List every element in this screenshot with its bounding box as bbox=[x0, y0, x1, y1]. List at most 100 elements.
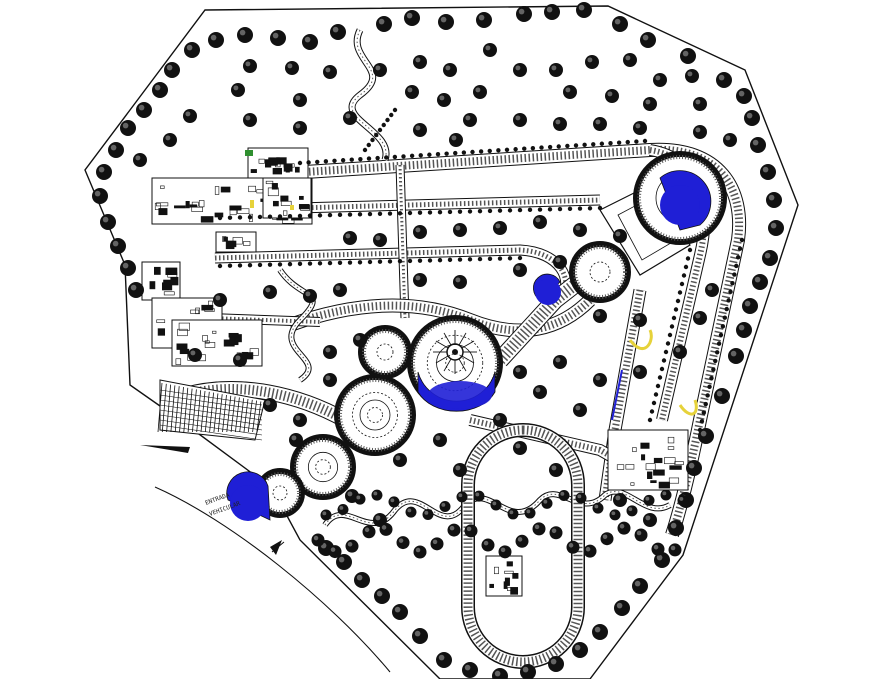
grandstand-hatch-line bbox=[243, 398, 249, 433]
tree-canopy bbox=[405, 506, 417, 518]
shrub-mid-row bbox=[407, 258, 413, 264]
serpentine-north-path-paving bbox=[351, 29, 387, 161]
tree-highlight bbox=[295, 95, 301, 101]
tree-highlight bbox=[110, 144, 117, 151]
grandstand-hatch bbox=[157, 379, 266, 441]
east-pond-basin bbox=[535, 279, 561, 305]
west-pavilion-annex-detail bbox=[271, 183, 278, 190]
shrub-mid-row bbox=[447, 257, 453, 263]
tree-canopy bbox=[373, 233, 387, 247]
tree-canopy bbox=[430, 537, 444, 551]
tree-canopy bbox=[413, 225, 427, 239]
tree-icon bbox=[422, 509, 434, 521]
central-plaza-spoke bbox=[461, 340, 475, 349]
west-pavilion-detail bbox=[191, 206, 203, 212]
tree-icon bbox=[456, 491, 468, 503]
tree-canopy bbox=[285, 61, 299, 75]
shrub-north-row bbox=[461, 150, 467, 155]
tree-highlight bbox=[245, 61, 251, 67]
tree-icon bbox=[413, 273, 427, 287]
tree-highlight bbox=[478, 14, 485, 21]
stadium-promenade-paving bbox=[463, 425, 583, 667]
tree-icon bbox=[433, 433, 447, 447]
tree-canopy bbox=[343, 111, 357, 125]
tree-icon bbox=[133, 153, 147, 167]
kiosk-building-detail bbox=[223, 236, 228, 242]
grandstand-hatch-line bbox=[217, 394, 223, 433]
tree-icon bbox=[163, 133, 177, 147]
tree-highlight bbox=[575, 225, 581, 231]
tree-highlight bbox=[325, 67, 331, 73]
tree-icon bbox=[493, 221, 507, 235]
admin-building-detail bbox=[285, 168, 290, 173]
tree-canopy bbox=[533, 215, 547, 229]
east-service-building-detail bbox=[669, 465, 682, 470]
grandstand-row-line bbox=[159, 404, 263, 421]
shrub-mid-row bbox=[227, 263, 233, 268]
shrub-inner-east-row bbox=[685, 256, 691, 261]
tree-icon bbox=[96, 164, 112, 180]
east-service-building-detail bbox=[645, 463, 656, 471]
shrub-east-row bbox=[724, 306, 729, 312]
tree-icon bbox=[354, 493, 366, 505]
tree-canopy bbox=[433, 433, 447, 447]
tree-canopy bbox=[376, 16, 392, 32]
tree-highlight bbox=[407, 508, 412, 513]
yellow-marker-west bbox=[250, 200, 254, 208]
shrub-serpentine-row bbox=[370, 137, 375, 143]
tree-highlight bbox=[551, 65, 557, 71]
tree-canopy bbox=[626, 505, 638, 517]
tree-highlight bbox=[642, 34, 649, 41]
west-pavilion-detail bbox=[214, 186, 220, 195]
tree-highlight bbox=[744, 300, 751, 307]
grandstand-hatch-line bbox=[256, 401, 262, 433]
tree-icon bbox=[617, 521, 631, 535]
tree-highlight bbox=[138, 104, 145, 111]
tree-highlight bbox=[670, 522, 677, 529]
tree-icon bbox=[430, 537, 444, 551]
tree-icon bbox=[575, 492, 587, 504]
shrub-east-row bbox=[716, 341, 722, 346]
tree-icon bbox=[164, 62, 180, 78]
tree-highlight bbox=[395, 455, 401, 461]
tree-canopy bbox=[379, 522, 393, 536]
tree-highlight bbox=[616, 602, 623, 609]
shrub-mid-row bbox=[267, 262, 273, 267]
tree-canopy bbox=[633, 313, 647, 327]
tree-icon bbox=[413, 225, 427, 239]
tree-canopy bbox=[714, 388, 730, 404]
tree-canopy bbox=[213, 293, 227, 307]
shrub-east-row bbox=[728, 289, 733, 295]
tree-icon bbox=[413, 55, 427, 69]
tree-canopy bbox=[634, 528, 648, 542]
central-pond-basin bbox=[428, 381, 492, 409]
grandstand-hatch-line bbox=[174, 386, 180, 433]
tree-highlight bbox=[465, 115, 471, 121]
water-features bbox=[226, 170, 712, 521]
east-service-building-detail bbox=[664, 457, 676, 465]
admin-building-detail bbox=[294, 166, 300, 173]
tree-highlight bbox=[587, 57, 593, 63]
tree-canopy bbox=[371, 489, 383, 501]
tree-highlight bbox=[695, 313, 701, 319]
shrub-inner-east-row bbox=[653, 392, 659, 397]
shrub-north-row bbox=[513, 147, 518, 152]
shrub-north-row bbox=[504, 147, 510, 152]
tree-highlight bbox=[415, 125, 421, 131]
tree-highlight bbox=[122, 122, 129, 129]
grandstand-row-line bbox=[159, 424, 263, 441]
shrub-mid-row bbox=[337, 260, 343, 265]
tree-highlight bbox=[492, 501, 497, 506]
shrub-promenade-row bbox=[297, 213, 303, 219]
tree-icon bbox=[233, 353, 247, 367]
tree-icon bbox=[263, 398, 277, 412]
tree-highlight bbox=[635, 315, 641, 321]
tree-highlight bbox=[455, 465, 461, 471]
tree-highlight bbox=[415, 227, 421, 233]
tree-canopy bbox=[544, 4, 560, 20]
tree-highlight bbox=[466, 526, 472, 532]
tree-canopy bbox=[716, 72, 732, 88]
shrub-north-row bbox=[530, 145, 536, 151]
shrub-promenade-row bbox=[567, 206, 573, 211]
admin-building-detail bbox=[250, 169, 257, 173]
